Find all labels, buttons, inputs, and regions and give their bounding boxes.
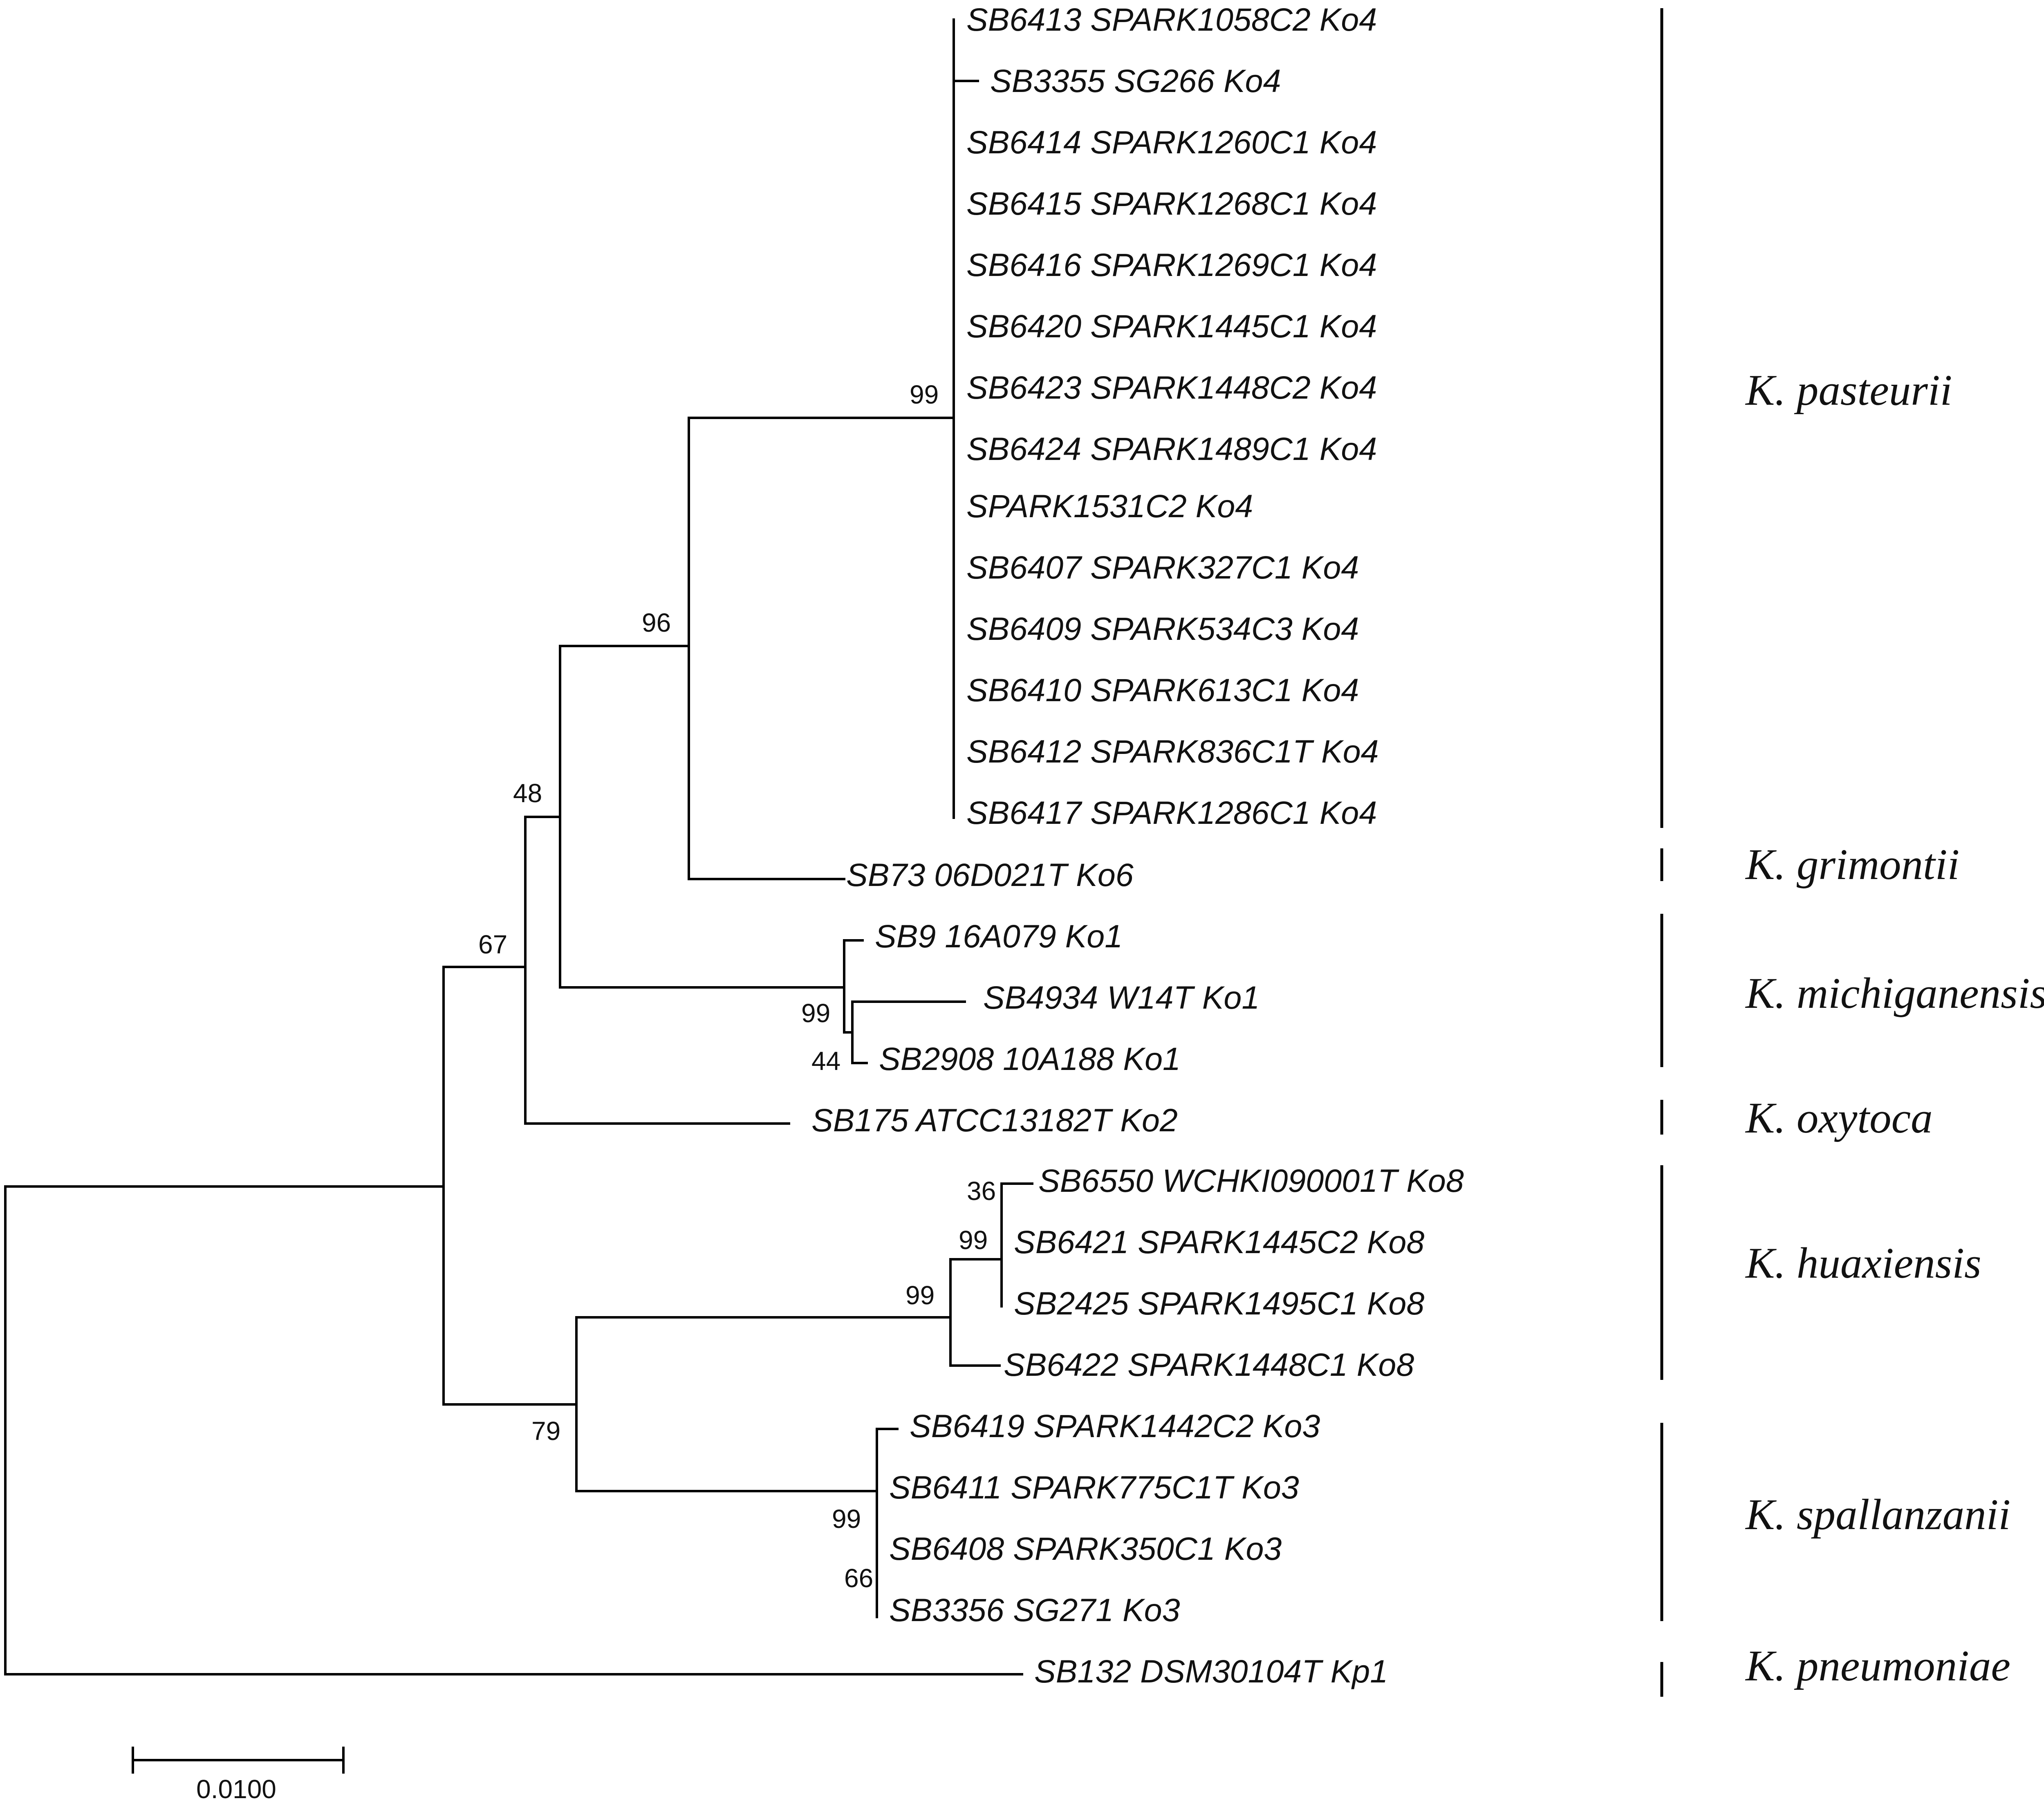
taxon-label: SB6423 SPARK1448C2 Ko4	[966, 369, 1377, 406]
taxon-label: SB6408 SPARK350C1 Ko3	[889, 1530, 1282, 1567]
bootstrap-value: 36	[967, 1176, 996, 1206]
species-label-michiganensis: K. michiganensis	[1745, 969, 2044, 1018]
bootstrap-value: 79	[531, 1416, 560, 1446]
taxon-label: SB6419 SPARK1442C2 Ko3	[910, 1408, 1320, 1444]
taxon-label: SB6421 SPARK1445C2 Ko8	[1014, 1224, 1424, 1260]
taxon-label: SB6420 SPARK1445C1 Ko4	[966, 308, 1377, 344]
taxon-label: SB6424 SPARK1489C1 Ko4	[966, 431, 1377, 467]
taxon-label: SB9 16A079 Ko1	[875, 918, 1123, 954]
bootstrap-value: 99	[832, 1504, 861, 1534]
taxon-label: SB6410 SPARK613C1 Ko4	[966, 672, 1359, 708]
taxon-label: SB6411 SPARK775C1T Ko3	[889, 1469, 1299, 1505]
species-label-grimontii: K. grimontii	[1745, 841, 1959, 889]
bootstrap-value: 99	[905, 1281, 935, 1310]
taxon-label: SB3356 SG271 Ko3	[889, 1592, 1180, 1628]
scale-bar: 0.0100	[132, 1747, 345, 1801]
taxon-label: SB73 06D021T Ko6	[846, 857, 1134, 893]
species-label-spallanzanii: K. spallanzanii	[1745, 1491, 2010, 1539]
taxon-label: SB6413 SPARK1058C2 Ko4	[966, 1, 1377, 38]
bootstrap-value: 66	[844, 1563, 873, 1593]
bootstrap-value: 96	[642, 608, 671, 637]
taxon-label: SB6416 SPARK1269C1 Ko4	[966, 247, 1377, 283]
taxon-label: SB6550 WCHKI090001T Ko8	[1038, 1162, 1464, 1199]
species-label-oxytoca: K. oxytoca	[1745, 1094, 1933, 1142]
taxon-label: SB6422 SPARK1448C1 Ko8	[1004, 1346, 1414, 1383]
scale-bar-label: 0.0100	[196, 1774, 276, 1801]
bootstrap-value: 48	[513, 778, 542, 808]
taxon-label: SB6407 SPARK327C1 Ko4	[966, 549, 1359, 585]
taxon-label: SB6409 SPARK534C3 Ko4	[966, 610, 1359, 647]
species-labels: K. pasteurii K. grimontii K. michiganens…	[1745, 366, 2044, 1690]
bootstrap-value: 44	[811, 1046, 840, 1076]
taxon-label: SB6414 SPARK1260C1 Ko4	[966, 124, 1377, 160]
species-label-huaxiensis: K. huaxiensis	[1745, 1239, 1981, 1287]
taxon-label: SB6415 SPARK1268C1 Ko4	[966, 185, 1377, 222]
taxon-label: SB132 DSM30104T Kp1	[1034, 1653, 1388, 1689]
taxon-label: SB4934 W14T Ko1	[983, 979, 1260, 1016]
taxon-label: SB2425 SPARK1495C1 Ko8	[1014, 1285, 1424, 1321]
species-label-pneumoniae: K. pneumoniae	[1745, 1642, 2010, 1690]
taxon-label: SB6412 SPARK836C1T Ko4	[966, 733, 1379, 769]
bootstrap-value: 99	[959, 1225, 988, 1255]
taxon-label: SB3355 SG266 Ko4	[990, 63, 1281, 99]
bootstrap-value: 67	[478, 930, 507, 959]
bootstrap-labels: 99 96 48 67 99 44 36 99 99 79 99 66	[478, 380, 996, 1593]
taxon-label: SB2908 10A188 Ko1	[879, 1041, 1181, 1077]
tree-branches	[4, 18, 1033, 1675]
taxon-label: SB175 ATCC13182T Ko2	[811, 1102, 1178, 1138]
species-label-pasteurii: K. pasteurii	[1745, 366, 1952, 415]
taxon-labels: SB6413 SPARK1058C2 Ko4 SB3355 SG266 Ko4 …	[811, 1, 1464, 1689]
bootstrap-value: 99	[801, 998, 830, 1028]
taxon-label: SB6417 SPARK1286C1 Ko4	[966, 794, 1377, 831]
taxon-label: SPARK1531C2 Ko4	[966, 488, 1253, 524]
bootstrap-value: 99	[910, 380, 939, 409]
